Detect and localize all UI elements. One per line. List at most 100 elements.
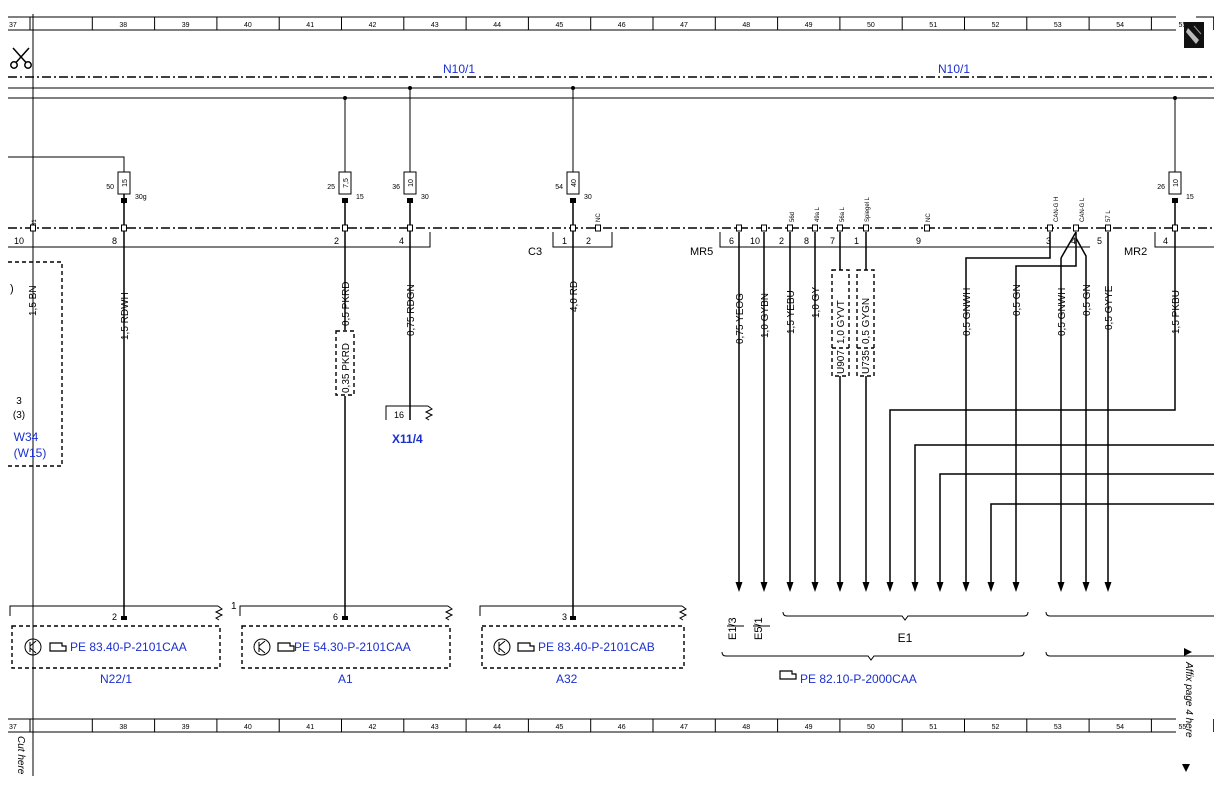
wire-arrow [1012,582,1020,592]
ruler-number: 52 [992,724,1000,731]
ruler-number: 42 [369,22,377,29]
wire-arrow [786,582,794,592]
svg-text:0,5 GN: 0,5 GN [1082,284,1093,316]
ruler-number: 51 [929,22,937,29]
svg-text:50: 50 [106,184,114,191]
top-ruler: 373839404142434445464748495051525354555 [8,16,1214,31]
bottom-ruler: 3738394041424344454647484950515253545556 [8,718,1214,733]
pkrd-dashed-box [335,330,355,396]
svg-text:0,5 GNWH: 0,5 GNWH [1057,288,1068,336]
svg-text:49a L: 49a L [815,206,821,222]
svg-text:6: 6 [729,236,734,246]
svg-text:31: 31 [32,219,38,226]
ruler-number: 40 [244,22,252,29]
svg-text:PE 82.10-P-2000CAA: PE 82.10-P-2000CAA [800,672,917,686]
svg-text:10: 10 [14,236,24,246]
ruler-number: 42 [369,724,377,731]
svg-text:26: 26 [1157,184,1165,191]
ruler-number: 41 [306,724,314,731]
ruler-number: 55 [1179,724,1187,731]
ruler-number: 46 [618,22,626,29]
component-a1: 1 6 PE 54.30-P-2101CAA A1 [231,601,454,686]
mr5-wires [735,231,1214,592]
wire-arrow [1104,582,1112,592]
connector-mr5: MR5 [690,246,713,258]
svg-text:3: 3 [1046,236,1051,246]
svg-text:1,0 GYBN: 1,0 GYBN [760,293,771,338]
svg-text:4: 4 [399,236,404,246]
svg-text:CAN-G L: CAN-G L [1080,197,1086,222]
ruler-number: 37 [9,724,17,731]
svg-text:7: 7 [830,236,835,246]
x11-connector: 16 X11/4 [385,405,434,446]
svg-text:9: 9 [916,236,921,246]
cut-text: Cut here [15,736,26,775]
svg-text:4: 4 [1163,236,1168,246]
affix-arrow-top [1184,648,1192,656]
svg-text:U735: U735 [861,350,872,374]
ruler-number: 45 [556,724,564,731]
svg-text:E1/3: E1/3 [727,617,739,640]
wire-arrow [735,582,743,592]
fuse-50: 15 50 30g [106,171,147,204]
svg-text:0,5 GNWH: 0,5 GNWH [962,288,973,336]
svg-text:16: 16 [394,410,404,420]
ruler-number: 48 [742,22,750,29]
wire-label-pkrd: 0,5 PKRD [341,282,352,326]
svg-text:54: 54 [555,184,563,191]
scissors-icon [10,47,32,69]
wire-label-pkrd2: 0,35 PKRD [341,343,352,393]
ruler-number: 39 [182,724,190,731]
fuse-36: 10 36 30 [392,86,429,203]
wire-arrow [962,582,970,592]
svg-text:1: 1 [231,601,237,612]
pin-marker [761,224,767,232]
svg-text:30g: 30g [135,194,147,201]
svg-text:2: 2 [779,236,784,246]
connector-boxes [8,224,1214,248]
fuse-25: 7,5 25 15 [327,96,364,203]
pin-marker [342,224,348,232]
svg-text:2: 2 [112,612,117,622]
svg-text:30: 30 [421,194,429,201]
ruler-number: 53 [1054,22,1062,29]
svg-text:A1: A1 [338,672,353,686]
fuse-54: 40 54 30 [555,86,592,203]
ruler-number: 37 [9,22,17,29]
svg-text:56d: 56d [790,212,796,222]
svg-text:3: 3 [562,612,567,622]
ruler-number: 52 [992,22,1000,29]
ruler-number: 44 [493,724,501,731]
svg-text:6: 6 [333,612,338,622]
svg-text:CAN-G H: CAN-G H [1054,197,1060,222]
svg-text:8: 8 [804,236,809,246]
svg-text:1: 1 [854,236,859,246]
svg-text:10: 10 [1173,179,1180,187]
svg-text:3: 3 [16,396,22,407]
ruler-number: 46 [618,724,626,731]
ruler-number: 47 [680,724,688,731]
ruler-number: 41 [306,22,314,29]
pin-marker [863,224,869,232]
n10-label-right: N10/1 [938,62,970,76]
ruler-number: 39 [182,22,190,29]
svg-text:5: 5 [1097,236,1102,246]
pin-marker [812,224,818,232]
wire-arrow [1082,582,1090,592]
pin-marker [736,224,742,232]
svg-text:57 L: 57 L [1106,210,1112,222]
pin-marker [1172,224,1178,232]
w34-component: ) 3 (3) W34 (W15) [8,261,63,467]
ruler-number: 48 [742,724,750,731]
connector-c3: C3 [528,246,542,258]
svg-text:2: 2 [586,236,591,246]
svg-text:PE 54.30-P-2101CAA: PE 54.30-P-2101CAA [294,640,411,654]
svg-text:8: 8 [112,236,117,246]
svg-text:NC: NC [926,213,932,222]
n10-label-left: N10/1 [443,62,475,76]
svg-text:(3): (3) [13,410,25,421]
pointing-hand-icon [49,642,797,680]
affix-text: Affix page 4 here [1183,661,1194,738]
svg-text:PE 83.40-P-2101CAB: PE 83.40-P-2101CAB [538,640,655,654]
ruler-number: 38 [119,22,127,29]
